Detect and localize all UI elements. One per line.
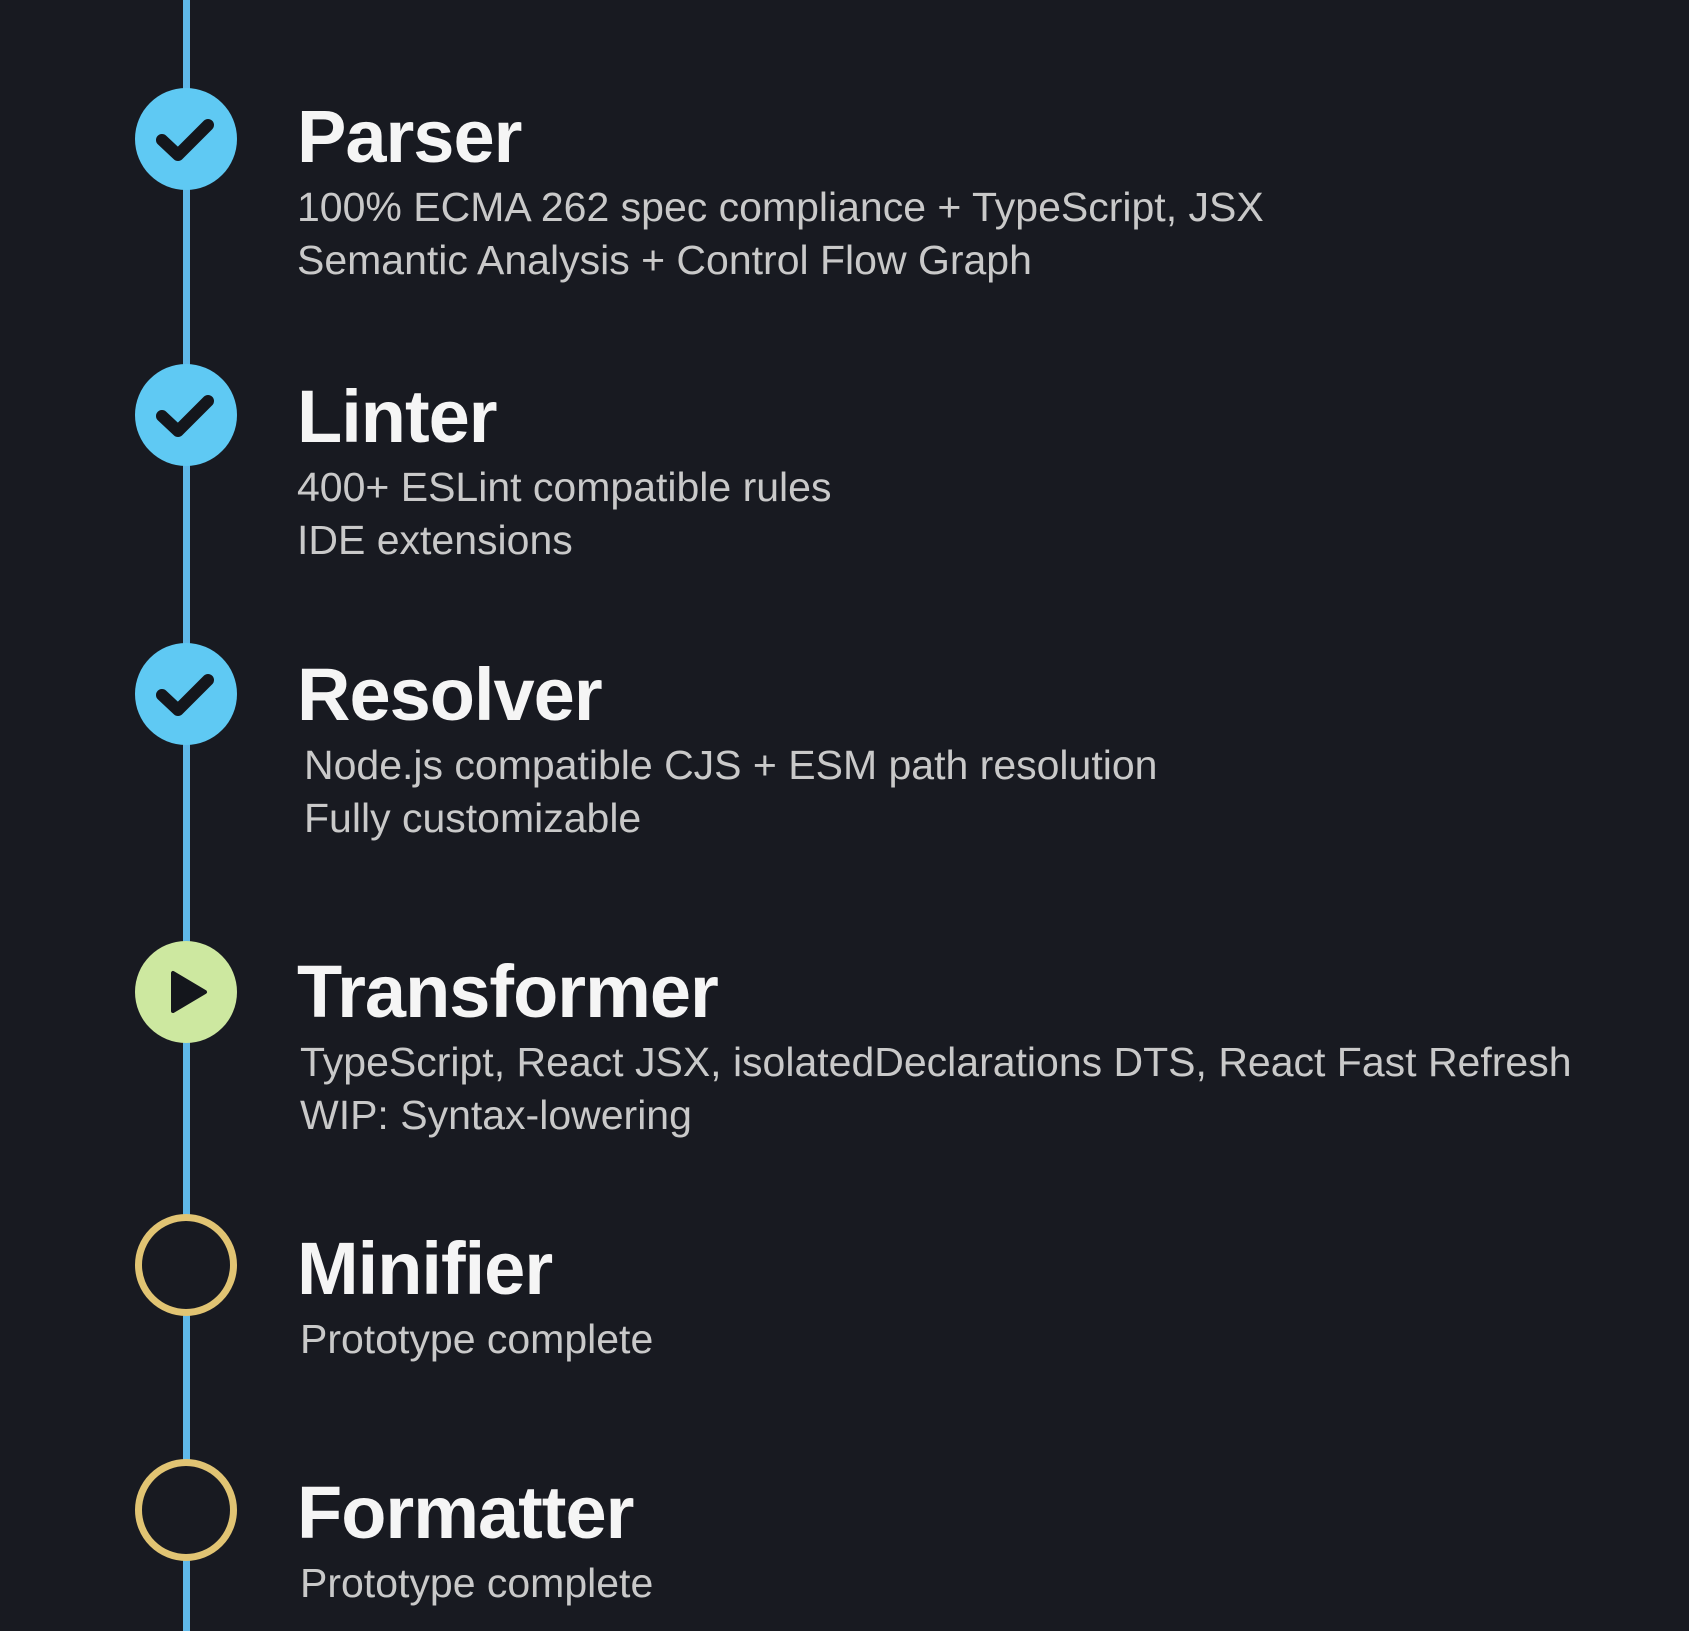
stage-title: Linter <box>297 375 498 458</box>
check-icon <box>156 674 214 716</box>
play-icon <box>171 971 207 1013</box>
check-icon <box>156 395 214 437</box>
stage-parser: Parser 100% ECMA 262 spec compliance + T… <box>297 97 1677 287</box>
stage-formatter: Formatter Prototype complete <box>297 1473 1677 1610</box>
stage-description-line: 400+ ESLint compatible rules <box>297 464 832 510</box>
stage-description-line: WIP: Syntax-lowering <box>300 1092 692 1138</box>
stage-description-line: Node.js compatible CJS + ESM path resolu… <box>304 742 1158 788</box>
stage-description-line: Prototype complete <box>300 1316 654 1362</box>
timeline-line <box>183 0 190 1631</box>
stage-description-line: 100% ECMA 262 spec compliance + TypeScri… <box>297 184 1264 230</box>
stage-title: Resolver <box>297 653 603 736</box>
minifier-status-marker <box>135 1214 237 1316</box>
check-icon <box>156 119 214 161</box>
stage-description-line: TypeScript, React JSX, isolatedDeclarati… <box>300 1039 1572 1085</box>
formatter-status-marker <box>135 1459 237 1561</box>
stage-title: Formatter <box>297 1471 634 1554</box>
linter-status-marker <box>135 364 237 466</box>
parser-status-marker <box>135 88 237 190</box>
stage-transformer: Transformer TypeScript, React JSX, isola… <box>297 952 1677 1142</box>
stage-minifier: Minifier Prototype complete <box>297 1229 1677 1366</box>
stage-title: Minifier <box>297 1227 553 1310</box>
stage-title: Transformer <box>297 950 719 1033</box>
stage-description-line: Prototype complete <box>300 1560 654 1606</box>
resolver-status-marker <box>135 643 237 745</box>
transformer-status-marker <box>135 941 237 1043</box>
stage-description-line: IDE extensions <box>297 517 573 563</box>
stage-description-line: Semantic Analysis + Control Flow Graph <box>297 237 1032 283</box>
stage-resolver: Resolver Node.js compatible CJS + ESM pa… <box>297 655 1677 845</box>
stage-description-line: Fully customizable <box>304 795 642 841</box>
stage-title: Parser <box>297 95 522 178</box>
stage-linter: Linter 400+ ESLint compatible rules IDE … <box>297 377 1677 567</box>
